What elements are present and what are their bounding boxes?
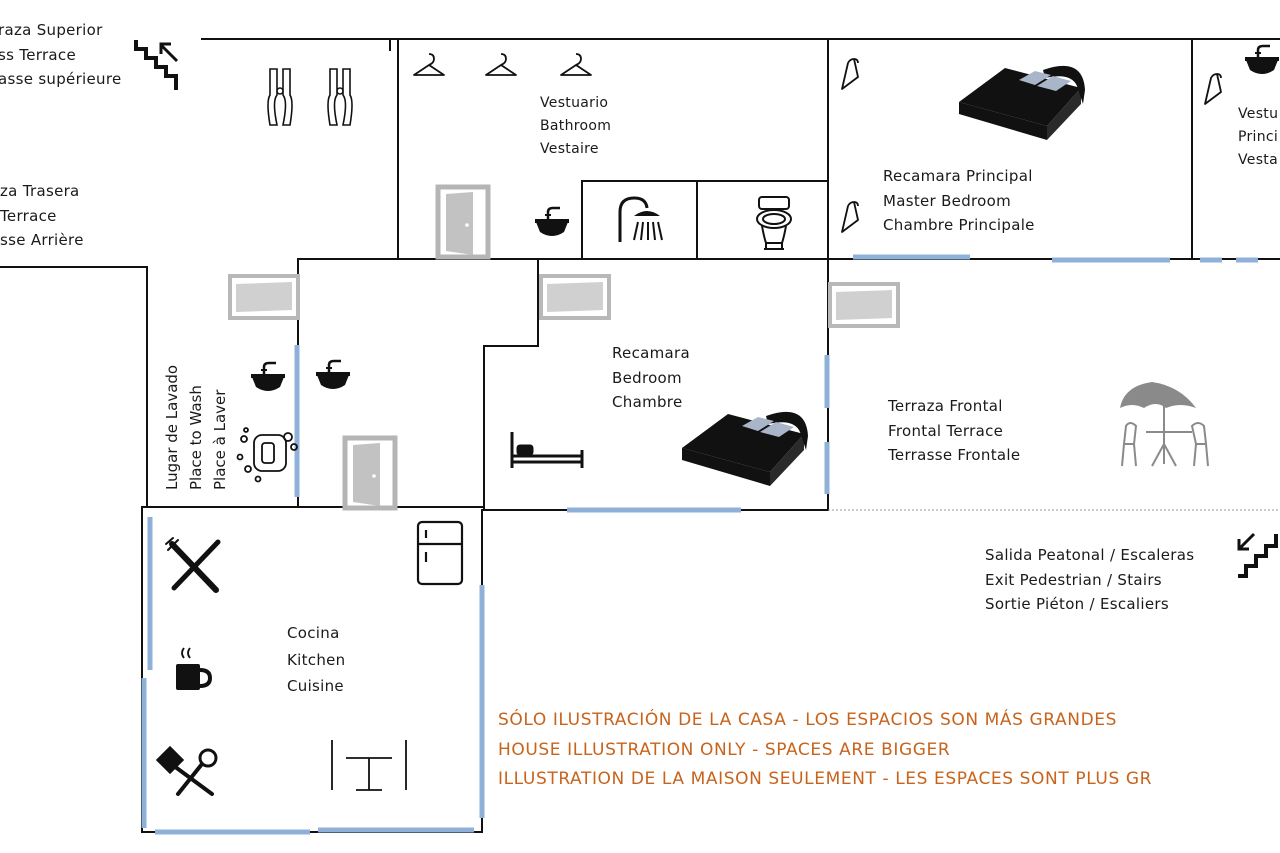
sink-icon — [533, 206, 571, 238]
kitchen-label: Cocina Kitchen Cuisine — [287, 624, 346, 695]
hanger-icon — [485, 53, 517, 76]
bedroom-label: Recamara Bedroom Chambre — [612, 344, 690, 411]
hanger-icon — [560, 53, 592, 76]
front-terrace-label: Terraza Frontal Frontal Terrace Terrasse… — [888, 397, 1021, 464]
sliding-panels — [228, 274, 900, 328]
sink-icon — [314, 359, 352, 391]
single-bed-icon — [510, 432, 584, 468]
bed-icon — [959, 65, 1085, 140]
mug-icon — [176, 647, 213, 690]
windows — [141, 254, 1258, 835]
rear-terrace-label: za Trasera Terrace sse Arrière — [0, 182, 84, 249]
hanger-icon — [841, 58, 859, 90]
hanger-icon — [413, 53, 445, 76]
shower-icon — [618, 196, 663, 242]
stairs-up-icon — [134, 40, 179, 90]
door-icon — [345, 438, 395, 508]
sink-icon — [1243, 44, 1280, 76]
clothespin-icon — [327, 68, 353, 126]
wash-place-label: Lugar de Lavado Place to Wash Place à La… — [163, 364, 229, 490]
exit-label: Salida Peatonal / Escaleras Exit Pedestr… — [985, 546, 1195, 613]
toilet-icon — [756, 196, 792, 250]
stairs-down-icon — [1237, 532, 1278, 578]
spatula-icon — [155, 745, 218, 796]
dressing-room-label: Vestuario Bathroom Vestaire — [540, 95, 612, 157]
bed-icon — [682, 411, 808, 486]
hanger-icon — [841, 201, 859, 233]
door-icon — [438, 187, 488, 257]
patio-table-icon — [1120, 382, 1209, 467]
master-bedroom-label: Recamara Principal Master Bedroom Chambr… — [883, 167, 1035, 234]
master-dressing-label: Vestu Princi Vesta — [1238, 106, 1279, 168]
clothespin-icon — [267, 68, 293, 126]
illustration-notice: SÓLO ILUSTRACIÓN DE LA CASA - LOS ESPACI… — [498, 710, 1153, 789]
upper-terrace-label: raza Superior ss Terrace asse supérieure — [0, 21, 122, 88]
dining-table-icon — [331, 740, 407, 791]
sink-icon — [249, 361, 287, 393]
fork-knife-icon — [165, 537, 221, 593]
laundry-icon — [236, 427, 298, 483]
fridge-icon — [416, 520, 464, 586]
hanger-icon — [1204, 73, 1222, 105]
